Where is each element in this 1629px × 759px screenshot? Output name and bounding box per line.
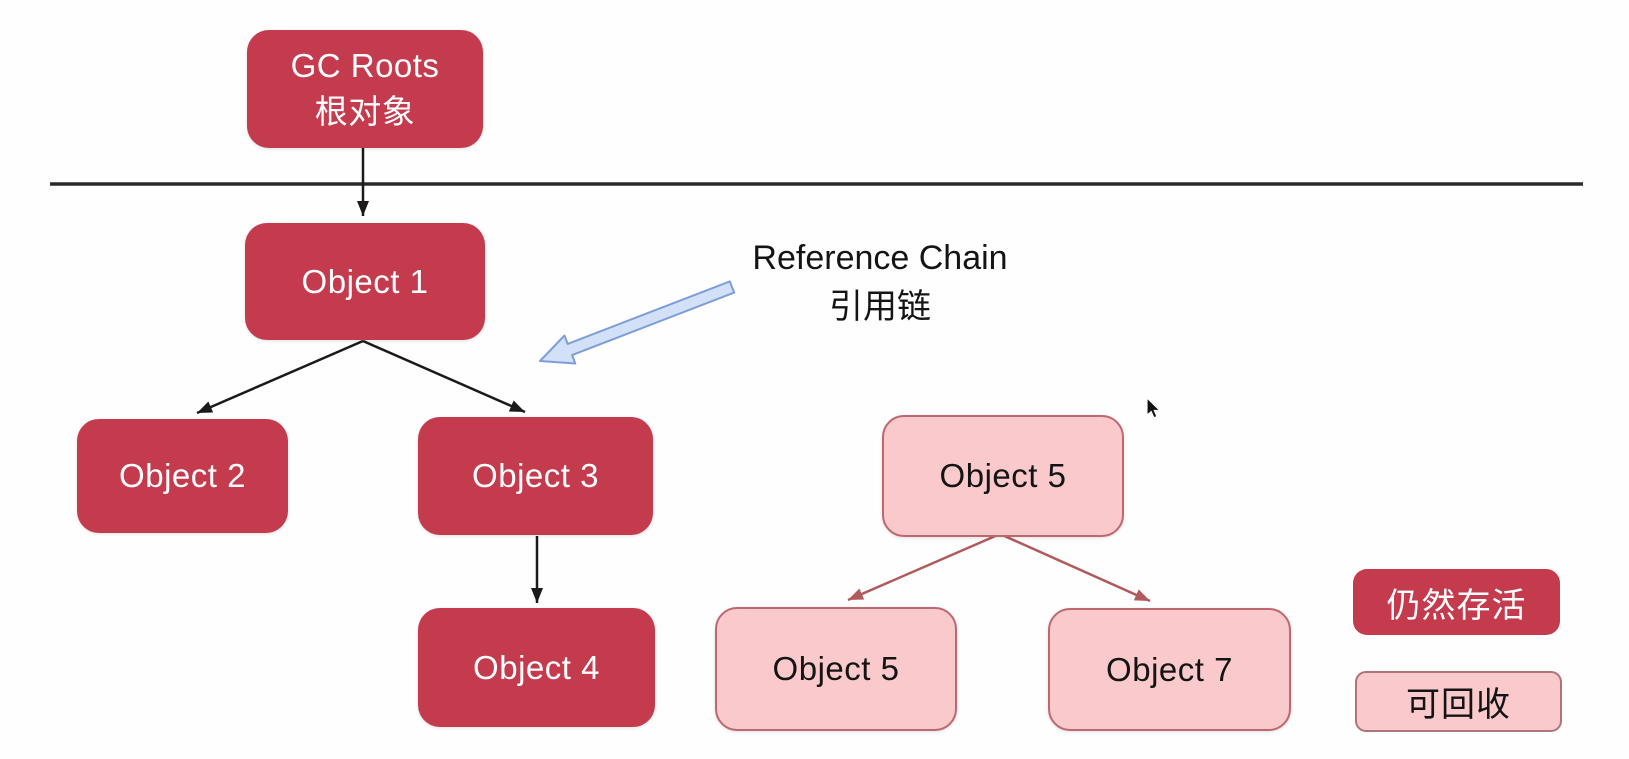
edge-object1-object3 — [362, 339, 526, 414]
reference-chain-label-zh: 引用链 — [829, 288, 931, 326]
node-object-5-child: Object 5 — [715, 607, 957, 731]
callout-arrow-icon — [539, 280, 736, 365]
node-object-7-label: Object 7 — [1106, 650, 1233, 688]
node-object-2-label: Object 2 — [119, 457, 246, 494]
node-object-5-parent-label: Object 5 — [939, 457, 1067, 494]
node-object-4-label: Object 4 — [473, 648, 600, 686]
node-gc-roots-label-zh: 根对象 — [314, 93, 416, 130]
legend-collectible-badge: 可回收 — [1355, 671, 1562, 732]
legend-alive-label: 仍然存活 — [1386, 586, 1527, 625]
node-object-5-parent: Object 5 — [882, 415, 1124, 537]
node-object-3-label: Object 3 — [472, 457, 599, 494]
legend-collectible-label: 可回收 — [1406, 686, 1511, 724]
reference-chain-label: Reference Chain 引用链 — [700, 234, 1060, 332]
node-gc-roots-label-en: GC Roots — [290, 47, 440, 85]
node-object-7: Object 7 — [1048, 608, 1291, 731]
node-object-1: Object 1 — [245, 223, 485, 340]
mouse-cursor-icon — [1146, 396, 1162, 419]
legend-alive-badge: 仍然存活 — [1353, 569, 1560, 635]
reference-chain-label-en: Reference Chain — [752, 239, 1008, 277]
node-object-2: Object 2 — [77, 419, 288, 533]
node-object-5-child-label: Object 5 — [772, 650, 900, 687]
node-gc-roots: GC Roots 根对象 — [247, 30, 483, 148]
node-object-1-label: Object 1 — [301, 262, 429, 300]
edge-object5-object7 — [999, 532, 1151, 603]
node-object-3: Object 3 — [418, 417, 653, 535]
node-object-4: Object 4 — [418, 608, 655, 727]
edge-object1-object2 — [196, 339, 364, 415]
edge-object5-object5child — [847, 532, 1001, 602]
